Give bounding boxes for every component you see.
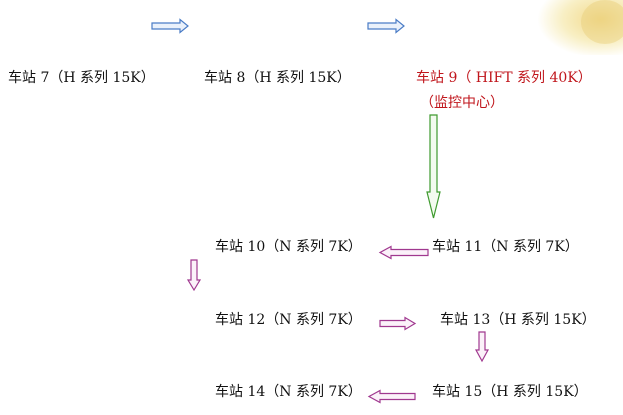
arrow-down-13-to-15 — [474, 331, 490, 363]
station-15-label: 车站 15（H 系列 15K） — [432, 384, 588, 400]
arrow-right-12-to-13 — [379, 316, 417, 331]
arrow-right-8-to-9 — [367, 18, 405, 34]
arrow-left-11-to-10 — [378, 245, 429, 260]
corner-decoration — [533, 0, 623, 55]
arrow-down-10-to-12 — [186, 259, 202, 292]
station-13-label: 车站 13（H 系列 15K） — [440, 312, 596, 328]
station-14-label: 车站 14（N 系列 7K） — [215, 384, 362, 400]
arrow-right-7-to-8 — [151, 18, 189, 34]
arrow-down-9-to-11 — [426, 114, 441, 219]
arrow-left-15-to-14 — [367, 389, 416, 404]
station-8-label: 车站 8（H 系列 15K） — [204, 70, 351, 86]
station-9-label: 车站 9（ HIFT 系列 40K） — [416, 70, 592, 86]
station-11-label: 车站 11（N 系列 7K） — [432, 239, 579, 255]
station-12-label: 车站 12（N 系列 7K） — [215, 312, 362, 328]
station-9-note: （监控中心） — [420, 95, 504, 111]
station-7-label: 车站 7（H 系列 15K） — [8, 70, 155, 86]
station-10-label: 车站 10（N 系列 7K） — [215, 239, 362, 255]
